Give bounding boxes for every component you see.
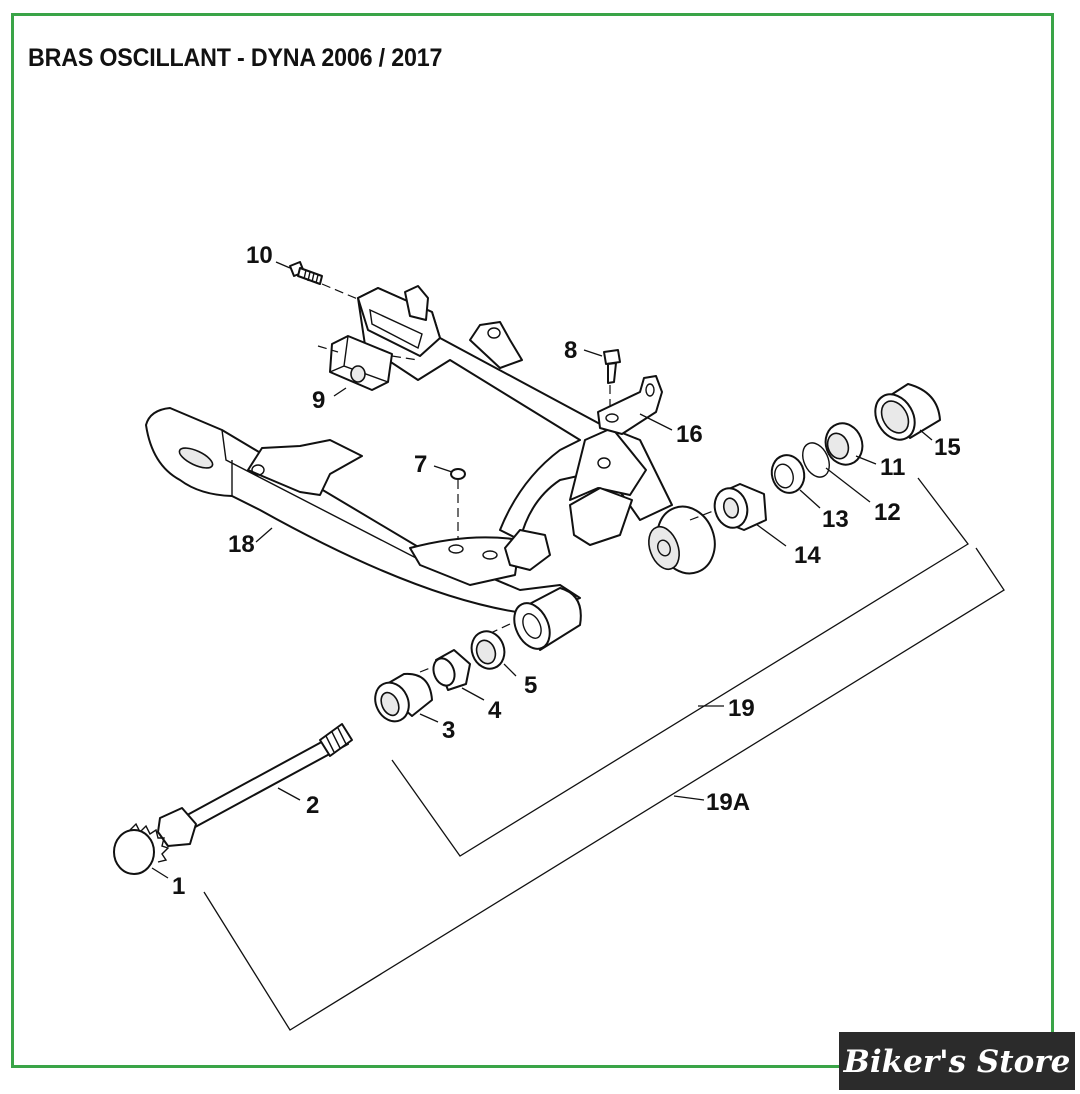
store-watermark: Biker's Store — [839, 1032, 1075, 1090]
callout-8: 8 — [564, 337, 577, 364]
leader-lines — [151, 261, 1005, 1031]
callout-13: 13 — [822, 506, 849, 533]
callout-18: 18 — [228, 531, 255, 558]
callout-19: 19 — [728, 695, 755, 722]
callout-9: 9 — [312, 387, 325, 414]
washer-5 — [470, 630, 506, 670]
fastener-7 — [450, 468, 466, 540]
cup-15 — [874, 383, 941, 441]
spacer-13 — [770, 454, 806, 494]
callout-5: 5 — [524, 672, 537, 699]
bushing-4 — [432, 649, 471, 691]
callout-14: 14 — [794, 542, 821, 569]
ring-12 — [802, 442, 830, 478]
swingarm-18 — [145, 285, 716, 651]
washer-11 — [824, 422, 864, 466]
watermark-text: Biker's Store — [843, 1044, 1071, 1080]
callout-labels: 10 9 8 7 16 18 14 13 12 11 15 5 4 3 2 1 … — [172, 242, 961, 900]
callout-11: 11 — [880, 454, 905, 481]
callout-7: 7 — [414, 451, 427, 478]
callout-1: 1 — [172, 873, 185, 900]
sleeve-3 — [374, 672, 433, 723]
bracket-16 — [597, 375, 663, 435]
axis-line-right — [689, 509, 717, 521]
callout-16: 16 — [676, 421, 703, 448]
diagram-frame — [11, 13, 1054, 1068]
axle-bolt-2 — [157, 723, 353, 847]
callout-19a: 19A — [706, 789, 750, 816]
cap-1 — [113, 822, 170, 875]
callout-3: 3 — [442, 717, 455, 744]
page-title: BRAS OSCILLANT - DYNA 2006 / 2017 — [28, 44, 443, 72]
bushing-14 — [713, 483, 767, 531]
bolt-10 — [289, 261, 361, 301]
callout-4: 4 — [488, 697, 502, 724]
callout-10: 10 — [246, 242, 273, 269]
callout-15: 15 — [934, 434, 961, 461]
bolt-8 — [603, 349, 621, 410]
block-9 — [317, 335, 419, 391]
callout-12: 12 — [874, 499, 901, 526]
callout-2: 2 — [306, 792, 319, 819]
